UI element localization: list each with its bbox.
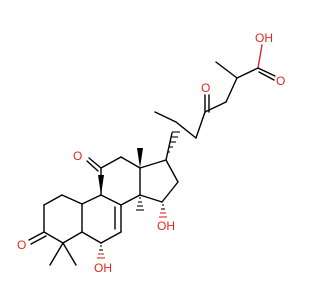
molecule-canvas: O OH O <box>17 31 285 275</box>
c15-hydroxyl: OH <box>157 204 175 233</box>
side-chain <box>154 44 263 161</box>
atom-o-acid-carbonyl: O <box>276 74 285 88</box>
c3-ketone: O <box>17 231 47 252</box>
ring-d <box>139 159 179 203</box>
carboxylic-acid: O OH <box>255 31 285 88</box>
ring-a <box>43 194 83 244</box>
atom-oh-c15: OH <box>157 219 175 233</box>
ring-b <box>81 194 122 244</box>
atom-o-c11: O <box>73 149 82 163</box>
atom-o-side-ketone: O <box>201 81 210 95</box>
c4-gem-dimethyl <box>49 242 77 266</box>
c14-methyl-hash <box>136 197 144 211</box>
atom-oh-acid: OH <box>255 31 273 45</box>
c13-methyl-wedge <box>137 148 143 168</box>
ring-c <box>100 156 141 206</box>
atom-oh-c7: OH <box>94 261 112 275</box>
c7-hydroxyl: OH <box>94 245 112 275</box>
side-chain-ketone: O <box>201 81 210 113</box>
molecule-structure: O OH O <box>17 31 285 275</box>
c11-ketone: O <box>73 149 102 172</box>
atom-o-c3: O <box>17 238 26 252</box>
